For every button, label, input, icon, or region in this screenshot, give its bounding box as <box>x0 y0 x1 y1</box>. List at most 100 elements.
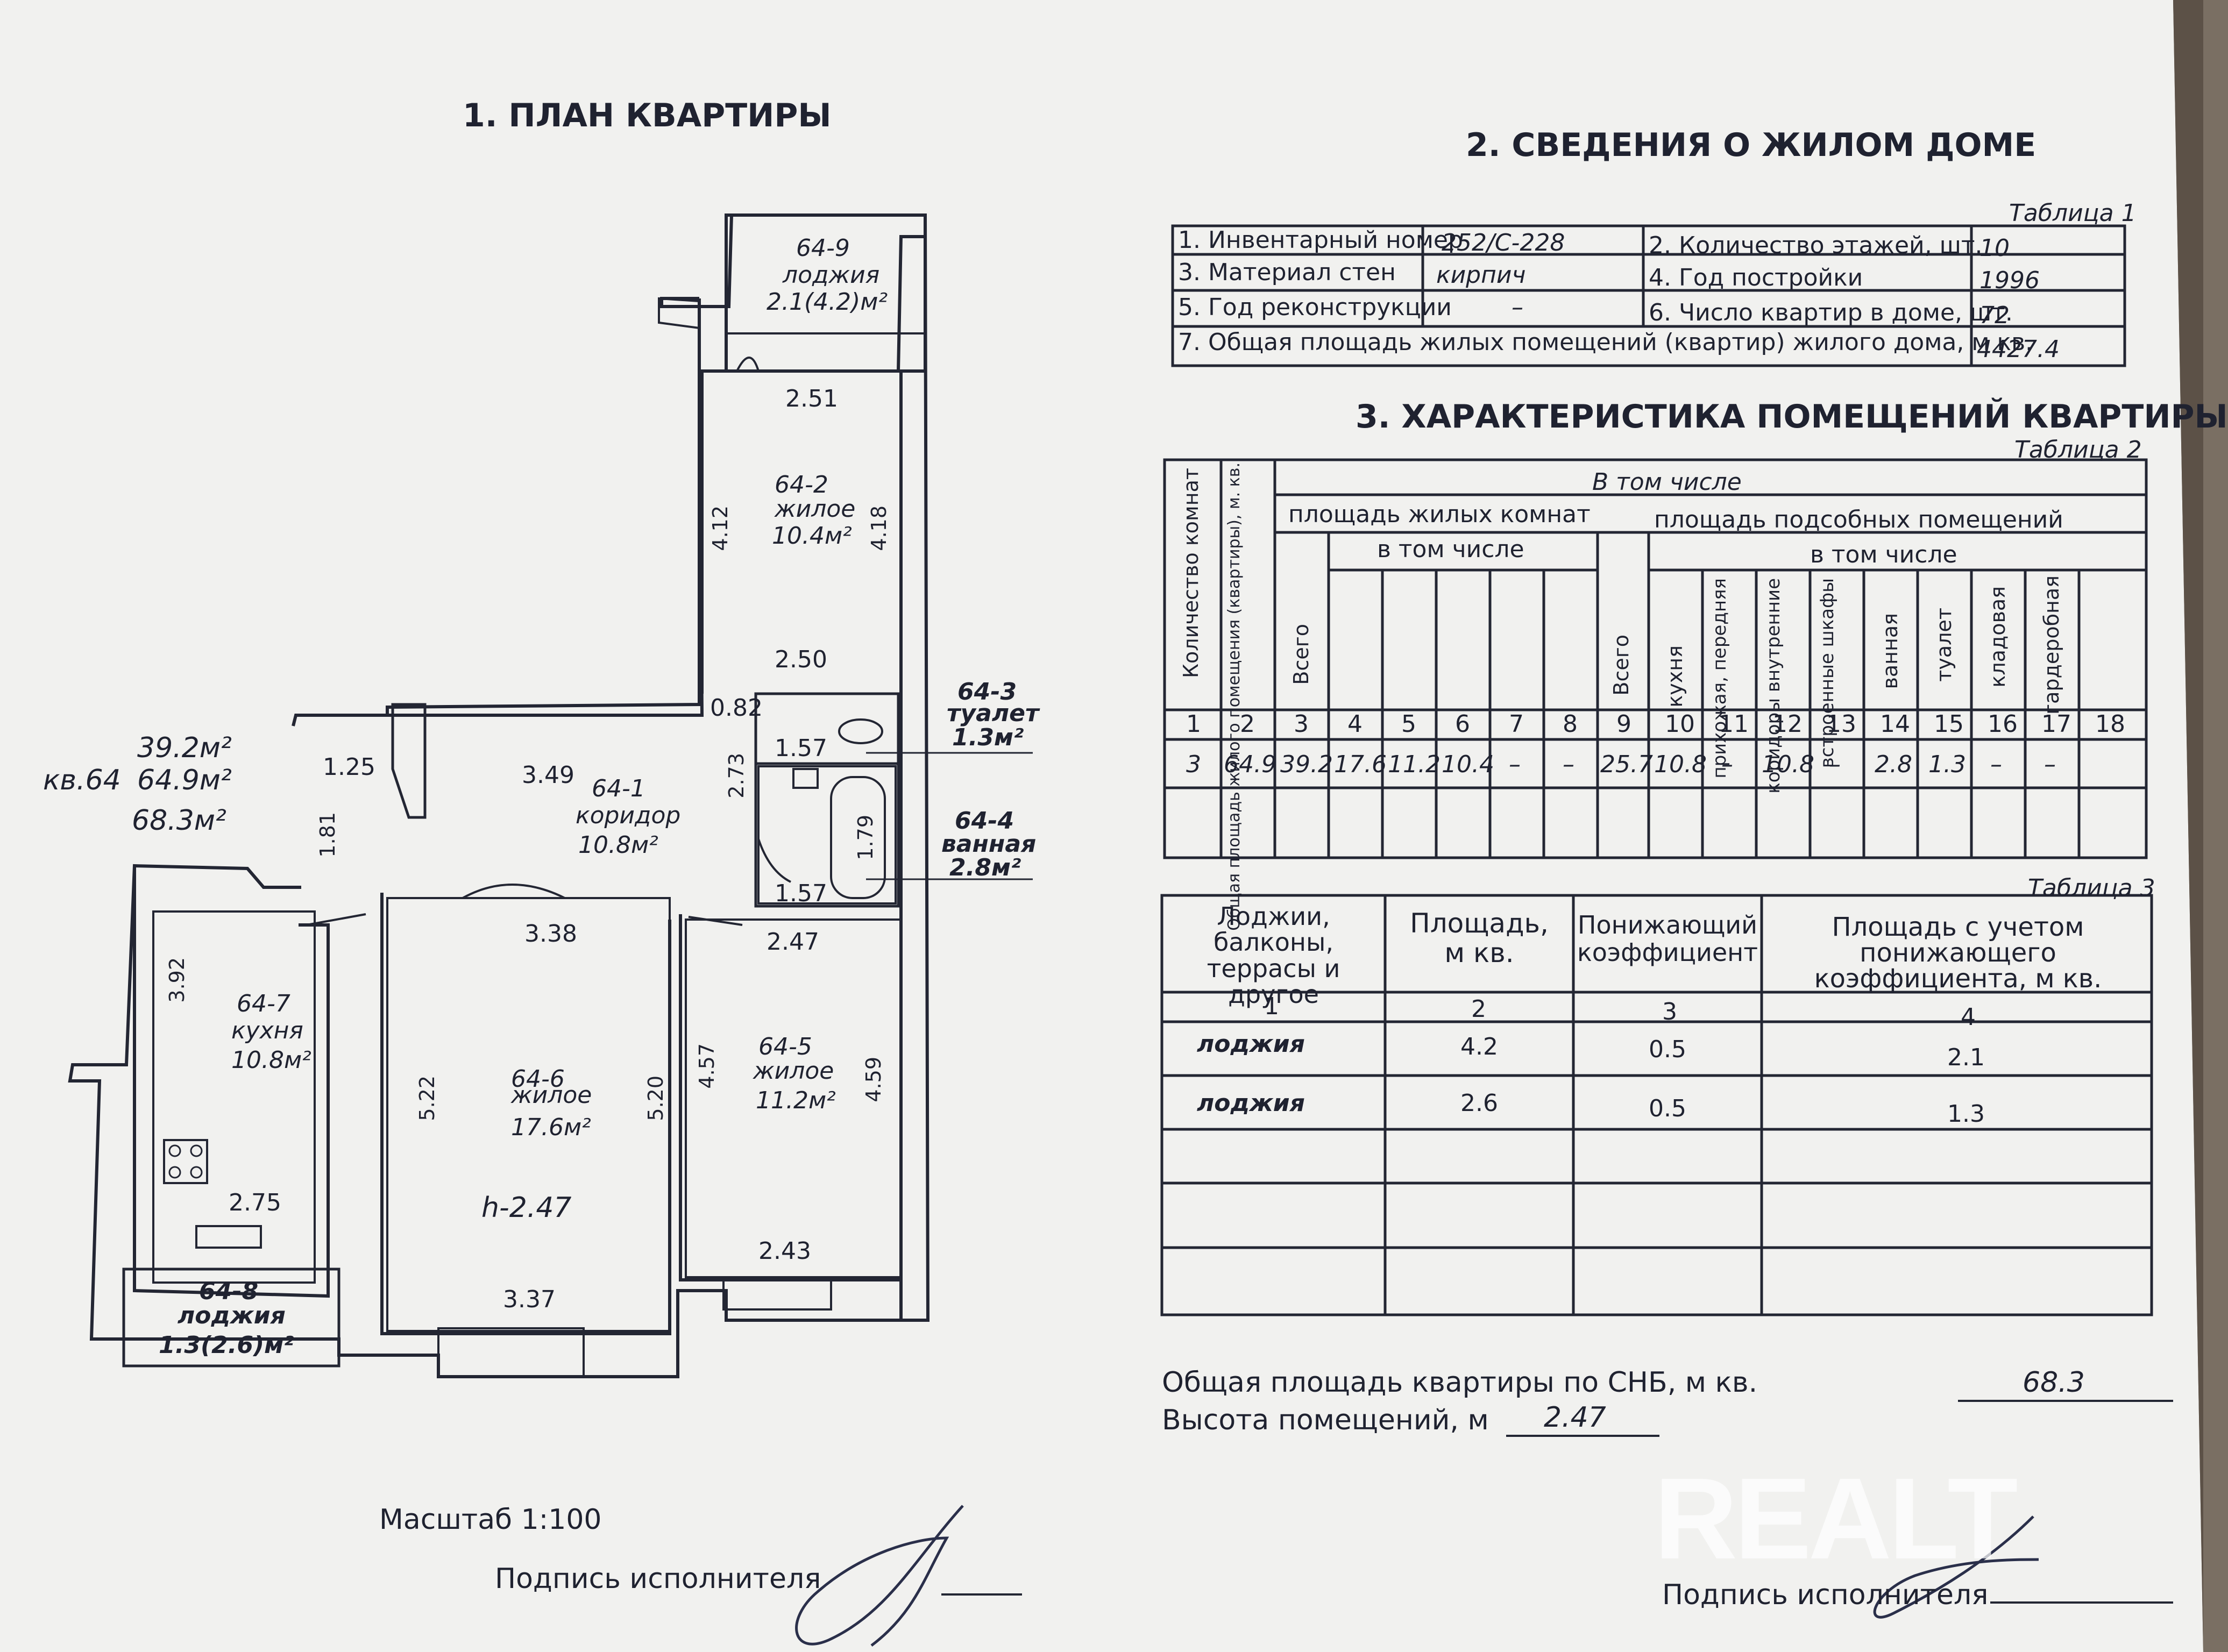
t2-num: 5 <box>1401 710 1416 738</box>
summary-total-label: Общая площадь квартиры по СНБ, м кв. <box>1162 1366 1758 1399</box>
t2-value: – <box>1990 751 2002 778</box>
room-area: 1.3м² <box>952 724 1024 751</box>
apartment-label: кв.64 <box>43 764 121 796</box>
t3-cell: лоджия <box>1197 1030 1305 1058</box>
t2-num: 18 <box>2095 710 2125 738</box>
t2-num: 12 <box>1772 710 1803 738</box>
t1-label: 2. Количество этажей, шт. <box>1649 232 1983 259</box>
room-id: 64-8 <box>199 1278 259 1305</box>
t2-value: – <box>1509 751 1521 778</box>
t2-num: 14 <box>1880 710 1910 738</box>
signature-right <box>1873 1515 2039 1619</box>
t3-num: 3 <box>1662 998 1677 1026</box>
room-name: ванная <box>941 830 1037 858</box>
dimension: 1.79 <box>854 815 877 860</box>
t2-num: 15 <box>1934 710 1964 738</box>
t2-value: 10.8 <box>1654 751 1707 778</box>
t1-total-value: 4427.4 <box>1977 336 2060 363</box>
t1-label: 4. Год постройки <box>1649 264 1863 291</box>
t1-label: 1. Инвентарный номер <box>1178 226 1463 254</box>
t3-cell: 2.1 <box>1947 1044 1985 1071</box>
summary-height-label: Высота помещений, м <box>1162 1404 1489 1436</box>
t2-col-header: кладовая <box>1986 586 2010 688</box>
t2-value: 64.9 <box>1224 751 1276 778</box>
t2-num: 7 <box>1509 710 1524 738</box>
room-id: 64-1 <box>592 775 645 802</box>
table-2-caption: Таблица 2 <box>2014 436 2142 464</box>
room-name: туалет <box>947 700 1039 727</box>
apartment-living-area: 39.2м² <box>137 732 232 764</box>
dimension: 4.57 <box>695 1043 719 1089</box>
dimension: 0.82 <box>710 694 763 722</box>
table-1-grid <box>1171 224 2126 367</box>
t2-header: площадь жилых комнат <box>1288 501 1591 528</box>
table-3-grid <box>1160 894 2153 1316</box>
t2-num: 16 <box>1988 710 2018 738</box>
signature-label-left: Подпись исполнителя <box>495 1563 821 1595</box>
dimension: 4.59 <box>862 1057 885 1102</box>
t2-num: 4 <box>1347 710 1363 738</box>
room-id: 64-3 <box>957 678 1017 706</box>
signature-left <box>795 1505 964 1647</box>
t2-col-header: Общая площадь жилого помещения (квартиры… <box>1225 462 1244 931</box>
room-name: жилое <box>511 1081 592 1109</box>
dimension: 3.37 <box>503 1286 556 1313</box>
t2-header: В том числе <box>1592 468 1742 496</box>
room-name: жилое <box>775 495 856 523</box>
t3-cell: 1.3 <box>1947 1100 1985 1128</box>
t2-num: 1 <box>1186 710 1201 738</box>
t2-num: 9 <box>1616 710 1631 738</box>
t2-value: – <box>2044 751 2056 778</box>
t3-cell: 4.2 <box>1460 1033 1498 1060</box>
ceiling-height: h-2.47 <box>481 1192 572 1224</box>
room-id: 64-4 <box>955 807 1014 835</box>
floor-plan <box>68 213 1033 1378</box>
room-area: 10.8м² <box>231 1046 311 1074</box>
dimension: 2.75 <box>229 1189 281 1216</box>
room-id: 64-7 <box>237 990 290 1017</box>
dimension: 5.22 <box>415 1076 439 1121</box>
dimension: 3.38 <box>524 920 577 948</box>
t2-value: 10.4 <box>1442 751 1494 778</box>
t2-num: 2 <box>1240 710 1255 738</box>
house-info-title: 2. СВЕДЕНИЯ О ЖИЛОМ ДОМЕ <box>1466 126 2037 164</box>
room-area: 11.2м² <box>756 1087 836 1114</box>
t1-value: 72 <box>1979 302 2010 329</box>
dimension: 4.12 <box>708 505 732 551</box>
room-area: 1.3(2.6)м² <box>159 1331 294 1359</box>
t1-label: 3. Материал стен <box>1178 259 1396 286</box>
t1-value: 252/С-228 <box>1442 229 1565 257</box>
t1-total-label: 7. Общая площадь жилых помещений (кварти… <box>1178 329 2033 356</box>
t2-num: 10 <box>1665 710 1695 738</box>
t3-header: Понижающий коэффициент <box>1577 910 1758 967</box>
t3-num: 1 <box>1264 993 1279 1020</box>
t3-cell: 0.5 <box>1649 1095 1686 1122</box>
t2-value: 1.3 <box>1928 751 1966 778</box>
t2-header: в том числе <box>1810 541 1957 568</box>
t3-cell: 0.5 <box>1649 1036 1686 1063</box>
room-area: 2.8м² <box>949 854 1021 881</box>
table-2-grid <box>1163 458 2148 859</box>
room-name: коридор <box>576 802 681 829</box>
t3-cell: лоджия <box>1197 1090 1305 1117</box>
summary-total-value: 68.3 <box>2023 1366 2085 1399</box>
room-name: жилое <box>753 1057 834 1085</box>
rooms-title: 3. ХАРАКТЕРИСТИКА ПОМЕЩЕНИЙ КВАРТИРЫ <box>1356 398 2228 436</box>
t1-value: 1996 <box>1979 267 2040 294</box>
t2-value: – <box>1721 751 1733 778</box>
t3-cell: 2.6 <box>1460 1090 1498 1117</box>
room-area: 10.8м² <box>578 831 658 859</box>
room-area: 17.6м² <box>511 1114 591 1141</box>
t2-col-header: Всего <box>1609 635 1633 696</box>
t2-num: 13 <box>1826 710 1856 738</box>
realt-watermark: REALT <box>1654 1454 2018 1583</box>
table-3-caption: Таблица 3 <box>2028 874 2155 902</box>
t2-value: – <box>1829 751 1841 778</box>
dimension: 1.57 <box>775 735 827 762</box>
t2-value: 11.2 <box>1388 751 1441 778</box>
t3-header: Площадь, м кв. <box>1410 908 1549 969</box>
room-name: кухня <box>231 1017 303 1044</box>
t3-num: 2 <box>1471 995 1486 1023</box>
signature-label-right: Подпись исполнителя <box>1662 1579 1989 1611</box>
